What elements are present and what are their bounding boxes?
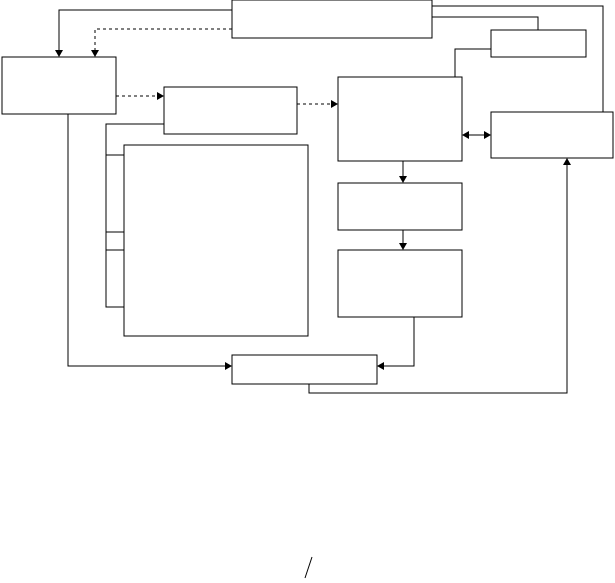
connector-top-to-small-box [432,16,539,30]
connector-bottom-to-right-box [308,165,568,394]
lower-center-box-2 [337,249,463,318]
connector-small-to-center [454,48,491,77]
arrowhead-right-box-up [563,158,571,165]
bottom-box [231,354,378,385]
center-box [337,76,463,162]
arrowhead-center-left [462,131,469,139]
arrowhead-bottom-right [377,362,384,370]
arrowhead-middle [157,92,164,100]
connector-top-to-left-solid [58,9,232,50]
large-box [123,144,309,337]
lower-center-box-1 [337,182,463,231]
connector-lower-2-to-bottom [384,317,415,367]
arrowhead-lower-1 [399,176,407,183]
middle-box [163,86,298,135]
top-center-box [231,0,433,39]
connector-top-to-right-box [432,5,604,112]
slash-mark [304,556,313,579]
arrowhead-left-solid [55,50,63,57]
arrowhead-left-dashed [91,50,99,57]
arrowhead-bottom-left [225,362,232,370]
left-box [1,56,117,115]
arrowhead-lower-2 [399,243,407,250]
connector-left-to-bottom [67,114,225,367]
right-box [490,111,614,159]
bracket-left-spine [105,123,164,308]
arrowhead-right-box [484,131,491,139]
connector-top-to-left-dashed [94,28,232,50]
arrowhead-center [331,100,338,108]
top-right-small-box [490,29,587,58]
